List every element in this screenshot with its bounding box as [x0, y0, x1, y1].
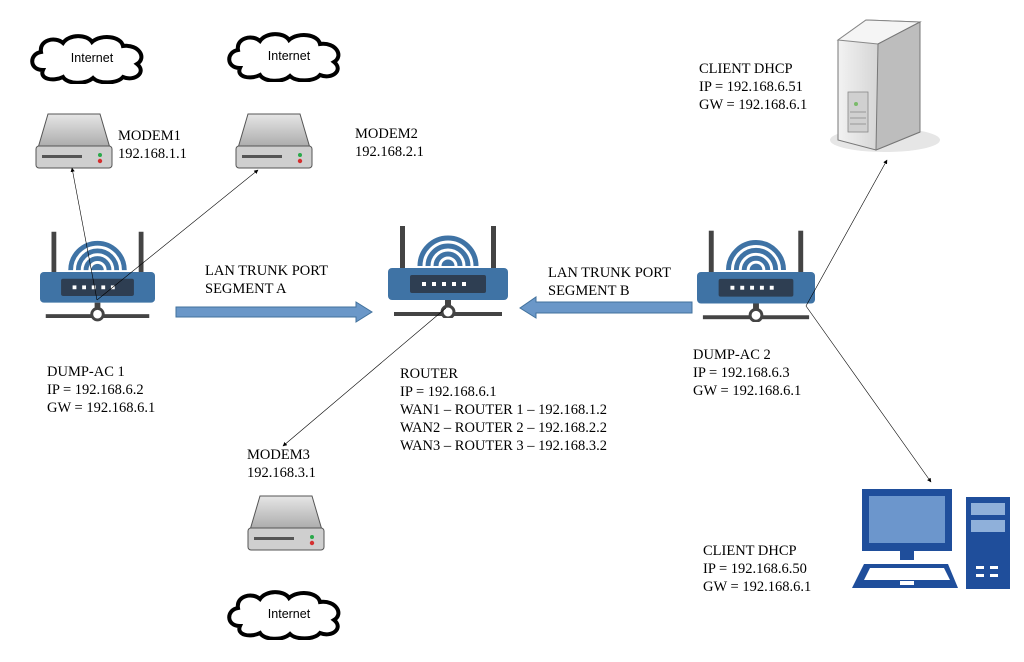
router-wan1: WAN1 – ROUTER 1 – 192.168.1.2: [400, 402, 608, 418]
cloud-icon: Internet: [227, 590, 341, 640]
client-pc-gw: GW = 192.168.6.1: [703, 579, 812, 595]
dump-ac1-gw: GW = 192.168.6.1: [47, 400, 156, 416]
modem2-name: MODEM2: [355, 126, 418, 142]
modem3-icon: [247, 495, 325, 551]
modem1-name: MODEM1: [118, 128, 181, 144]
link-arrow: [96, 169, 259, 301]
dump-ac2-name: DUMP-AC 2: [693, 347, 771, 363]
pc-icon: [852, 489, 1010, 589]
modem1-ip: 192.168.1.1: [118, 146, 187, 162]
modem1-label: MODEM1 192.168.1.1: [118, 127, 187, 163]
cloud-label: Internet: [71, 51, 114, 65]
modem2-icon: [235, 113, 313, 169]
link-arrow: [70, 167, 98, 301]
dump-ac2-gw: GW = 192.168.6.1: [693, 383, 802, 399]
modem3-label: MODEM3 192.168.3.1: [247, 446, 316, 482]
segment-b-arrow: [519, 296, 693, 319]
dump-ac1-router-icon: [40, 232, 155, 320]
segment-b-line1: LAN TRUNK PORT: [548, 265, 671, 281]
router-label: ROUTER IP = 192.168.6.1 WAN1 – ROUTER 1 …: [400, 365, 607, 455]
cloud-icon: Internet: [30, 34, 144, 84]
modem3-name: MODEM3: [247, 447, 310, 463]
dump-ac2-label: DUMP-AC 2 IP = 192.168.6.3 GW = 192.168.…: [693, 346, 801, 400]
dump-ac1-ip: IP = 192.168.6.2: [47, 382, 144, 398]
modem3-ip: 192.168.3.1: [247, 465, 316, 481]
segment-b-line2: SEGMENT B: [548, 283, 630, 299]
router-wan3: WAN3 – ROUTER 3 – 192.168.3.2: [400, 438, 608, 454]
dump-ac1-label: DUMP-AC 1 IP = 192.168.6.2 GW = 192.168.…: [47, 363, 155, 417]
cloud-label: Internet: [268, 607, 311, 621]
modem2-label: MODEM2 192.168.2.1: [355, 125, 424, 161]
cloud-label: Internet: [268, 49, 311, 63]
client-server-gw: GW = 192.168.6.1: [699, 97, 808, 113]
client-server-name: CLIENT DHCP: [699, 61, 793, 77]
link-arrow: [805, 159, 888, 307]
modem1-icon: [35, 113, 113, 169]
segment-a-line2: SEGMENT A: [205, 281, 287, 297]
client-pc-label: CLIENT DHCP IP = 192.168.6.50 GW = 192.1…: [703, 542, 811, 596]
client-pc-name: CLIENT DHCP: [703, 543, 797, 559]
client-pc-ip: IP = 192.168.6.50: [703, 561, 807, 577]
router-icon: [388, 226, 508, 318]
server-icon: [830, 19, 940, 152]
segment-a-line1: LAN TRUNK PORT: [205, 263, 328, 279]
client-server-ip: IP = 192.168.6.51: [699, 79, 803, 95]
modem2-ip: 192.168.2.1: [355, 144, 424, 160]
link-arrow: [805, 305, 932, 483]
dump-ac1-name: DUMP-AC 1: [47, 364, 125, 380]
link-arrow: [282, 307, 447, 447]
segment-b-label: LAN TRUNK PORT SEGMENT B: [548, 264, 671, 300]
segment-a-arrow: [175, 301, 373, 323]
router-name: ROUTER: [400, 366, 458, 382]
dump-ac2-ip: IP = 192.168.6.3: [693, 365, 790, 381]
cloud-icon: Internet: [227, 32, 341, 82]
router-wan2: WAN2 – ROUTER 2 – 192.168.2.2: [400, 420, 608, 436]
dump-ac2-router-icon: [697, 231, 815, 321]
client-server-label: CLIENT DHCP IP = 192.168.6.51 GW = 192.1…: [699, 60, 807, 114]
router-ip: IP = 192.168.6.1: [400, 384, 497, 400]
segment-a-label: LAN TRUNK PORT SEGMENT A: [205, 262, 328, 298]
